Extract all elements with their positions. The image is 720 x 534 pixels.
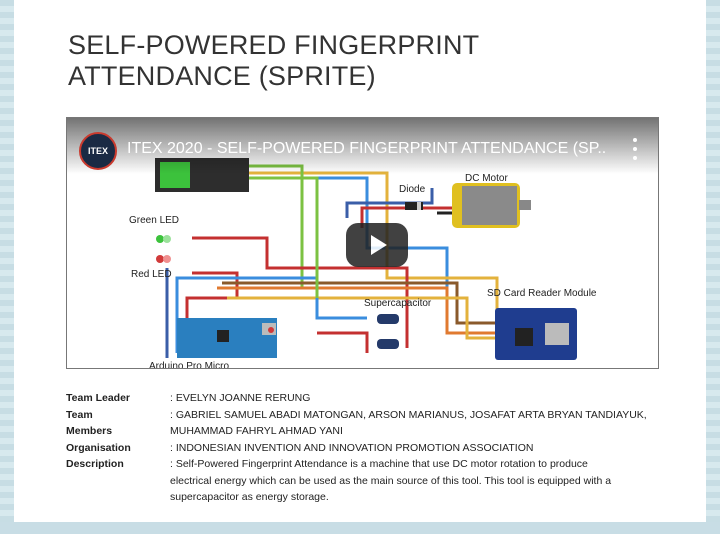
video-title[interactable]: ITEX 2020 - SELF-POWERED FINGERPRINT ATT… xyxy=(127,140,607,157)
detail-value: : GABRIEL SAMUEL ABADI MATONGAN, ARSON M… xyxy=(170,408,647,421)
detail-value: : Self-Powered Fingerprint Attendance is… xyxy=(170,458,588,470)
label-supercapacitor: Supercapacitor xyxy=(364,298,432,309)
circuit-diagram xyxy=(155,158,577,360)
background-right xyxy=(706,0,720,534)
detail-value: : INDONESIAN INVENTION AND INNOVATION PR… xyxy=(170,441,534,454)
detail-key xyxy=(66,473,170,490)
detail-row: Team : GABRIEL SAMUEL ABADI MATONGAN, ARS… xyxy=(66,407,676,424)
red-led-icon xyxy=(156,255,164,263)
label-diode: Diode xyxy=(399,184,426,195)
page-title: SELF-POWERED FINGERPRINT ATTENDANCE (SPR… xyxy=(68,30,628,92)
video-title-bar: ITEX ITEX 2020 - SELF-POWERED FINGERPRIN… xyxy=(67,118,658,174)
detail-value: supercapacitor as energy storage. xyxy=(170,491,329,503)
green-led-icon xyxy=(156,235,164,243)
play-button[interactable] xyxy=(346,223,408,267)
detail-row: electrical energy which can be used as t… xyxy=(66,473,676,490)
detail-value: electrical energy which can be used as t… xyxy=(170,474,612,487)
detail-key xyxy=(66,489,170,506)
supercapacitor-icon xyxy=(377,314,399,324)
detail-row: supercapacitor as energy storage. xyxy=(66,489,676,506)
detail-row: Description : Self-Powered Fingerprint At… xyxy=(66,456,676,473)
channel-avatar[interactable]: ITEX xyxy=(79,132,117,170)
background-bottom xyxy=(0,522,720,534)
detail-value: : EVELYN JOANNE RERUNG xyxy=(170,392,311,404)
label-green-led: Green LED xyxy=(129,215,180,226)
content-card: SELF-POWERED FINGERPRINT ATTENDANCE (SPR… xyxy=(14,0,706,522)
detail-value: MUHAMMAD FAHRYL AHMAD YANI xyxy=(170,425,343,437)
page-title-line1: SELF-POWERED FINGERPRINT xyxy=(68,30,480,60)
project-details: Team Leader : EVELYN JOANNE RERUNG Team : … xyxy=(66,390,676,506)
detail-key: Team Leader xyxy=(66,392,130,404)
diode-icon xyxy=(405,202,423,210)
label-sd-card: SD Card Reader Module xyxy=(487,288,597,299)
label-dc-motor: DC Motor xyxy=(465,173,508,184)
play-icon xyxy=(371,235,387,255)
detail-row: Team Leader : EVELYN JOANNE RERUNG xyxy=(66,390,676,407)
detail-key: Description xyxy=(66,458,124,470)
detail-key: Team xyxy=(66,408,93,421)
video-player[interactable]: Green LED Red LED Diode DC Motor Superca… xyxy=(66,117,659,369)
label-arduino: Arduino Pro Micro xyxy=(149,361,230,369)
page-title-line2: ATTENDANCE (SPRITE) xyxy=(68,61,376,91)
detail-row: Members MUHAMMAD FAHRYL AHMAD YANI xyxy=(66,423,676,440)
label-red-led: Red LED xyxy=(131,269,172,280)
detail-key: Organisation xyxy=(66,441,131,454)
background-left xyxy=(0,0,14,534)
sd-card-module-icon xyxy=(495,308,577,360)
detail-key: Members xyxy=(66,425,113,437)
more-options-icon[interactable] xyxy=(630,138,640,160)
detail-row: Organisation : INDONESIAN INVENTION AND I… xyxy=(66,440,676,457)
